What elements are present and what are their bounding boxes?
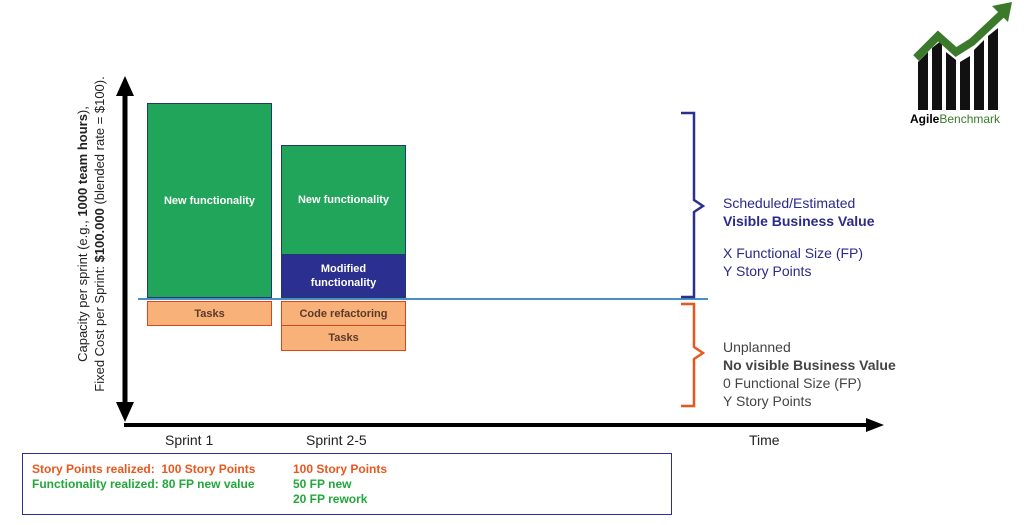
y-axis-arrow-up <box>116 76 134 96</box>
y-axis-arrow-down <box>116 402 134 422</box>
agile-benchmark-logo: AgileBenchmark <box>908 0 1020 130</box>
sprint1-label: Sprint 1 <box>165 432 214 448</box>
unplanned-line3: 0 Functional Size (FP) <box>723 375 862 391</box>
planned-line1: Scheduled/Estimated <box>723 195 856 211</box>
summary-sprint1-column: Story Points realized: 100 Story Points … <box>32 462 255 492</box>
unplanned-line4: Y Story Points <box>723 393 812 409</box>
sprint2-label: Sprint 2-5 <box>306 432 367 448</box>
sprint1-new-functionality-block: New functionality <box>147 103 272 298</box>
sprint2-tasks-label: Tasks <box>328 332 359 344</box>
sprint2-tasks-block: Tasks <box>281 325 406 351</box>
unplanned-legend: Unplanned No visible Business Value 0 Fu… <box>723 338 896 410</box>
y-axis-label-line2: Fixed Cost per Sprint: $100.000 (blended… <box>92 76 107 392</box>
logo-chart-icon <box>913 2 1012 110</box>
summary-sprint2-fp-new: 50 FP new <box>293 477 352 491</box>
sprint2-modified-functionality-block: Modified functionality <box>281 254 406 298</box>
unplanned-line1: Unplanned <box>723 339 791 355</box>
planned-line3: X Functional Size (FP) <box>723 245 864 261</box>
sprint2-new-functionality-label: New functionality <box>297 194 390 206</box>
summary-functionality-realized: Functionality realized: 80 FP new value <box>32 477 255 491</box>
planned-line4: Y Story Points <box>723 263 812 279</box>
y-axis-label: Capacity per sprint (e.g., 1000 team hou… <box>74 54 110 414</box>
planned-brace <box>681 111 706 299</box>
x-axis-arrow <box>866 418 884 432</box>
planned-legend: Scheduled/Estimated Visible Business Val… <box>723 194 874 280</box>
sprint2-code-refactoring-label: Code refactoring <box>299 307 388 320</box>
planned-line2: Visible Business Value <box>723 213 875 229</box>
summary-sprint2-story-points: 100 Story Points <box>293 462 388 476</box>
summary-box: Story Points realized: 100 Story Points … <box>22 453 672 515</box>
summary-sprint2-fp-rework: 20 FP rework <box>293 492 368 506</box>
sprint1-tasks-block: Tasks <box>147 301 272 326</box>
summary-sprint2-column: 100 Story Points 50 FP new 20 FP rework <box>293 462 387 507</box>
sprint1-new-functionality-label: New functionality <box>163 194 256 207</box>
unplanned-line2: No visible Business Value <box>723 357 896 373</box>
sprint2-modified-functionality-label: Modified functionality <box>310 263 377 289</box>
y-axis-label-line1: Capacity per sprint (e.g., 1000 team hou… <box>75 106 90 362</box>
unplanned-brace <box>681 302 706 408</box>
sprint2-new-functionality-block: New functionality <box>281 145 406 255</box>
sprint1-tasks-label: Tasks <box>194 307 225 320</box>
summary-story-points-realized: Story Points realized: 100 Story Points <box>32 462 256 476</box>
sprint2-code-refactoring-block: Code refactoring <box>281 301 406 326</box>
logo-wordmark: AgileBenchmark <box>910 112 1001 126</box>
time-label: Time <box>749 432 780 448</box>
